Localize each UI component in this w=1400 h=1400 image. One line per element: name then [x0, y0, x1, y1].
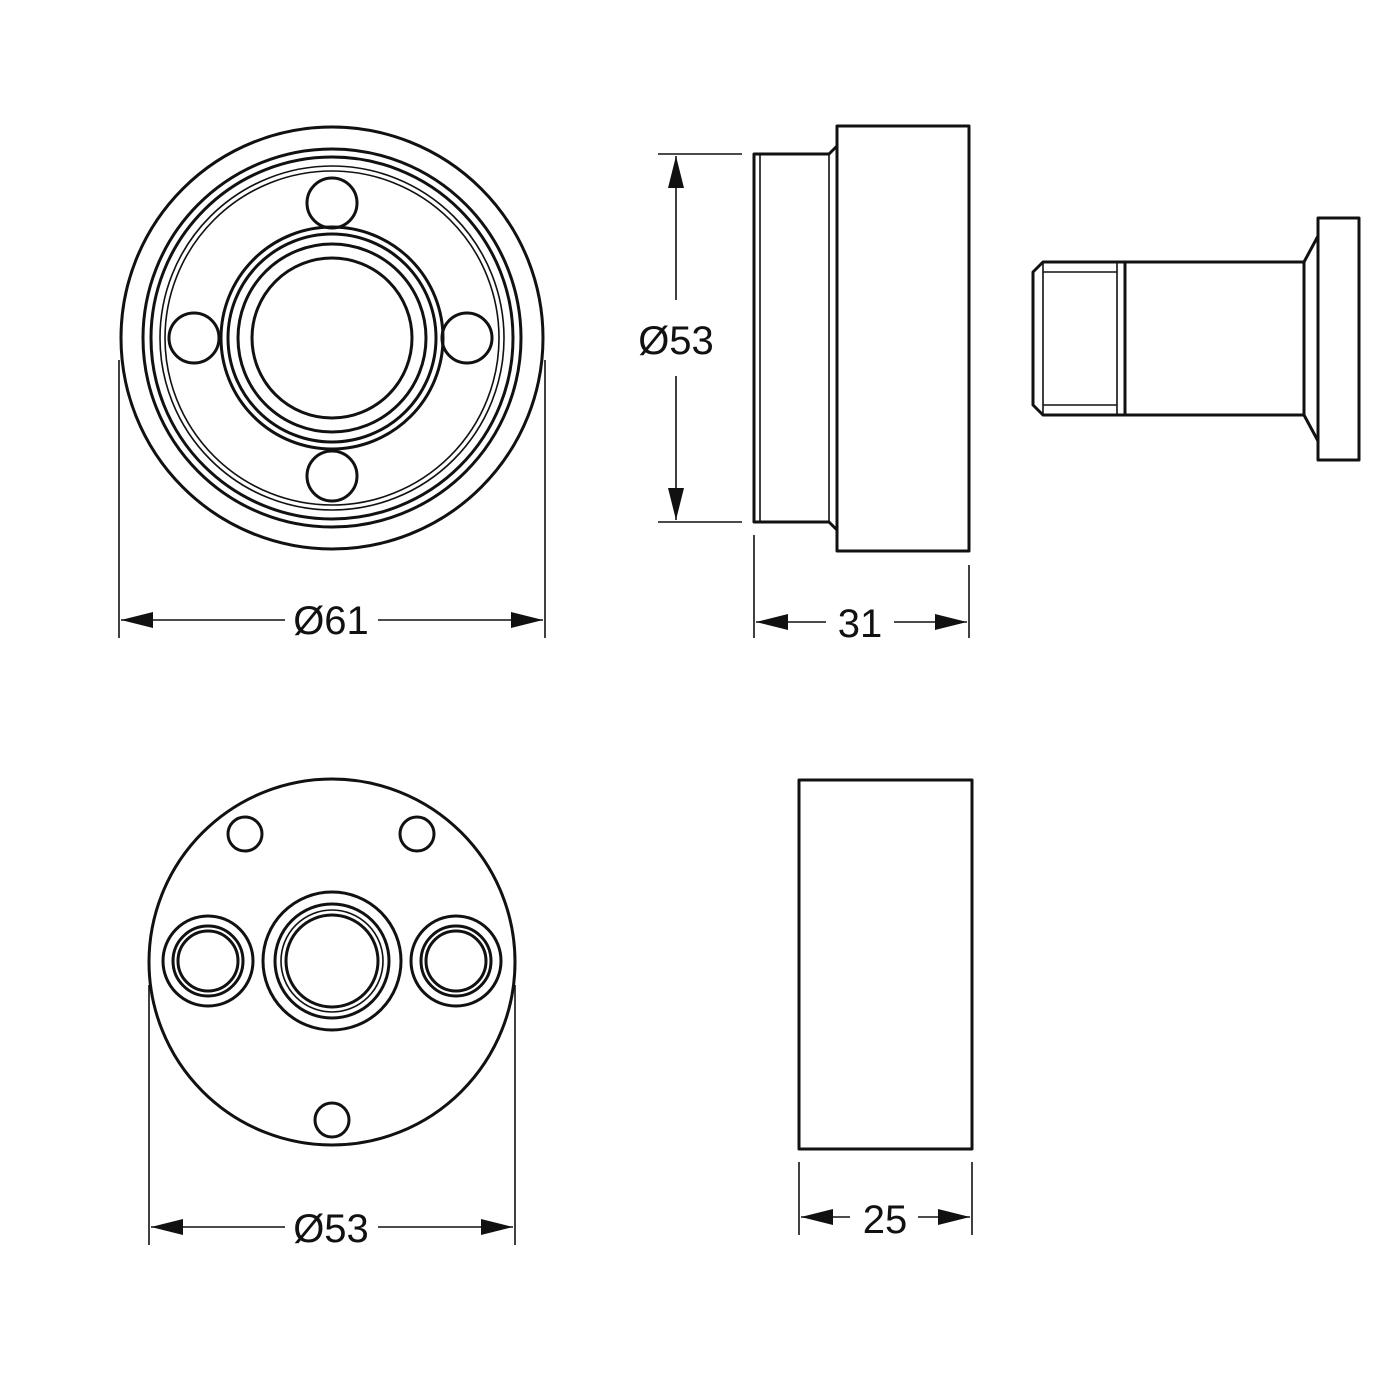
- plate-hole-bottom: [313, 1101, 351, 1139]
- dimension-bottom-side-depth: 25: [798, 1162, 973, 1242]
- dimension-label: Ø53: [638, 319, 714, 363]
- dimension-top-side-depth: 31: [753, 535, 970, 646]
- dimension-label: 31: [838, 602, 883, 646]
- mounting-plate-front-view: [147, 777, 517, 1147]
- rosette-side-view: [752, 124, 971, 553]
- dimension-label: Ø61: [293, 599, 369, 643]
- dimension-bottom-front-diameter: Ø53: [148, 985, 516, 1251]
- dimension-top-front-diameter: Ø61: [118, 360, 546, 643]
- dimension-label: Ø53: [293, 1207, 369, 1251]
- rosette-hole-top: [305, 176, 359, 230]
- plate-hole-top-left: [226, 815, 264, 853]
- rosette-hole-right: [440, 311, 494, 365]
- plate-hole-top-right: [398, 815, 436, 853]
- rosette-hole-left: [167, 311, 221, 365]
- mounting-plate-side-view: [797, 778, 974, 1151]
- threaded-pin-side-view: [1031, 216, 1361, 462]
- dimension-top-side-diameter: Ø53: [638, 153, 742, 523]
- dimension-label: 25: [863, 1198, 908, 1242]
- rosette-front-view: [119, 125, 545, 551]
- rosette-hole-bottom: [305, 449, 359, 503]
